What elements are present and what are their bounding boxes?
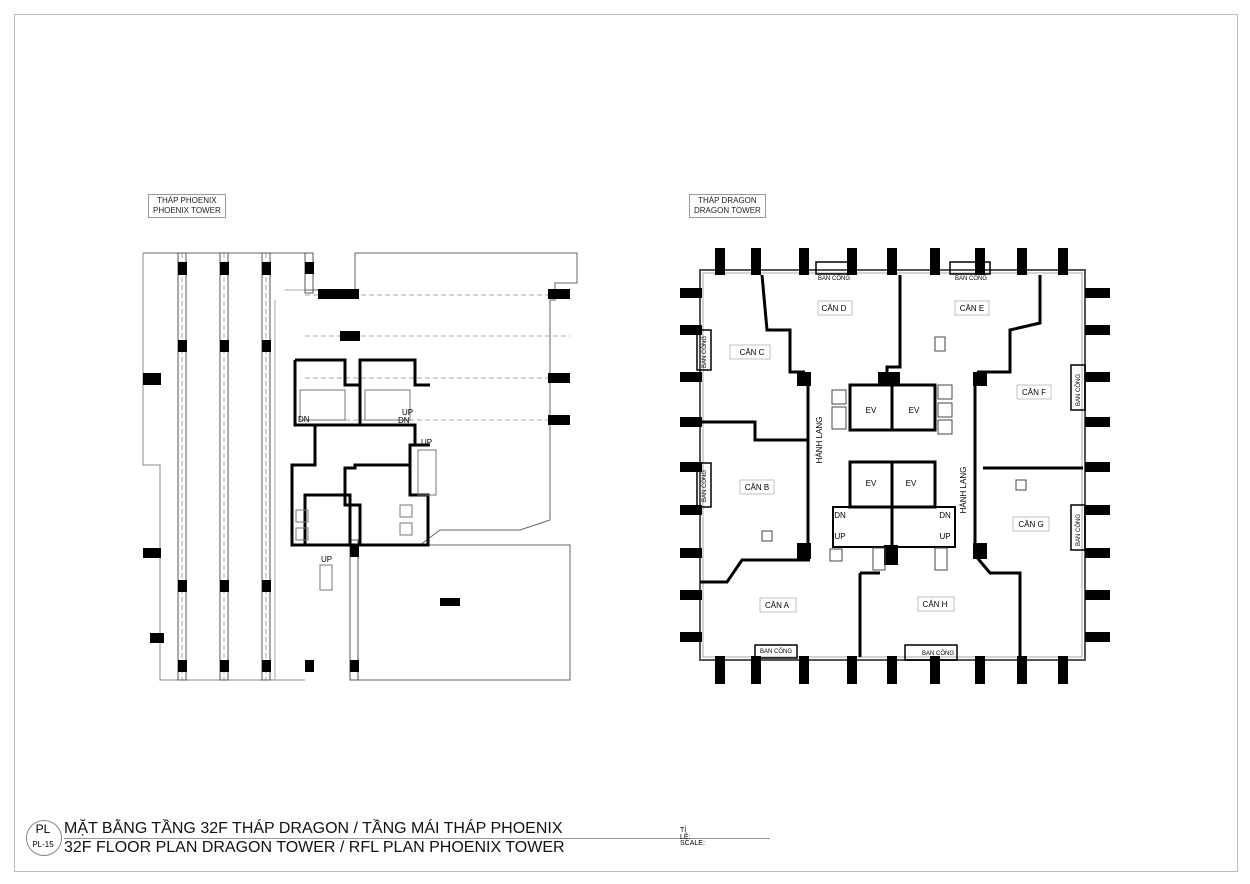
phoenix-stair-up-label: UP — [402, 408, 413, 417]
column — [930, 248, 940, 275]
column — [751, 248, 761, 275]
phoenix-tower-tag: THÁP PHOENIX PHOENIX TOWER — [148, 194, 226, 218]
unit-a-label: CĂN A — [765, 601, 790, 610]
unit-c-label: CĂN C — [740, 348, 765, 357]
column — [1085, 417, 1110, 427]
column — [680, 417, 702, 427]
sheet-code: PL — [35, 822, 51, 836]
scale-label-vi: TỈ LỆ: — [680, 827, 691, 841]
column — [1058, 248, 1068, 275]
column — [1085, 288, 1110, 298]
column — [680, 288, 702, 298]
balcony-label: BAN CÔNG — [1075, 514, 1082, 546]
unit-h-label: CĂN H — [923, 600, 948, 609]
column — [1085, 325, 1110, 335]
scale-label-en: SCALE: — [680, 840, 705, 847]
phoenix-tag-vi: THÁP PHOENIX — [157, 196, 217, 205]
unit-f-label: CĂN F — [1022, 388, 1046, 397]
elevator-label: EV — [906, 479, 917, 488]
elevator-label: EV — [866, 406, 877, 415]
column — [1085, 590, 1110, 600]
phoenix-stair-up-label-2: UP — [421, 438, 432, 447]
title-divider — [64, 838, 770, 839]
dragon-tower-tag: THÁP DRAGON DRAGON TOWER — [689, 194, 766, 218]
phoenix-stair-up-label-3: UP — [321, 555, 332, 564]
column — [1085, 505, 1110, 515]
dragon-tag-vi: THÁP DRAGON — [698, 196, 757, 205]
sheet-border — [14, 14, 1238, 872]
elevator-label: EV — [866, 479, 877, 488]
column — [930, 656, 940, 684]
phoenix-stair-dn-label-2: DN — [398, 416, 410, 425]
column — [799, 656, 809, 684]
unit-g-label: CĂN G — [1018, 520, 1043, 529]
column — [847, 656, 857, 684]
balcony-label: BAN CÔNG — [760, 648, 792, 655]
stair-up-label: UP — [834, 532, 845, 541]
sheet-number-circle — [26, 820, 62, 856]
dragon-tag-en: DRAGON TOWER — [694, 206, 761, 215]
column — [1085, 632, 1110, 642]
unit-b-label: CĂN B — [745, 483, 769, 492]
stair-up-label: UP — [939, 532, 950, 541]
dragon-tower-plan: CĂN C CĂN D CĂN E CĂN F CĂN B CĂN G CĂN … — [680, 248, 1110, 684]
phoenix-columns — [143, 262, 570, 672]
balcony-label: BAN CÔNG — [955, 275, 987, 282]
column — [1017, 248, 1027, 275]
phoenix-tag-en: PHOENIX TOWER — [153, 206, 221, 215]
column — [751, 656, 761, 684]
stair-dn-label: DN — [834, 511, 846, 520]
column — [887, 248, 897, 275]
column — [1017, 656, 1027, 684]
column — [680, 372, 702, 382]
column — [1058, 656, 1068, 684]
phoenix-core — [290, 358, 430, 547]
balcony-label: BAN CÔNG — [818, 275, 850, 282]
column — [715, 656, 725, 684]
column — [887, 656, 897, 684]
stair-dn-label: DN — [939, 511, 951, 520]
phoenix-stair-dn-label: DN — [298, 415, 310, 424]
phoenix-tower-plan — [142, 252, 578, 681]
column — [799, 248, 809, 275]
sheet-number: PL-15 — [32, 840, 54, 849]
column — [680, 590, 702, 600]
elevator-label: EV — [909, 406, 920, 415]
corridor-label: HÀNH LANG — [959, 467, 968, 514]
column — [715, 248, 725, 275]
column — [1085, 462, 1110, 472]
column — [680, 548, 702, 558]
unit-d-label: CĂN D — [822, 304, 847, 313]
unit-e-label: CĂN E — [960, 304, 984, 313]
column — [1085, 548, 1110, 558]
corridor-label: HÀNH LANG — [815, 417, 824, 464]
balcony-label: BAN CÔNG — [701, 470, 708, 502]
column — [975, 656, 985, 684]
sheet-title-en: 32F FLOOR PLAN DRAGON TOWER / RFL PLAN P… — [64, 839, 565, 856]
column — [680, 505, 702, 515]
column — [680, 462, 702, 472]
balcony-label: BAN CÔNG — [922, 650, 954, 657]
column — [1085, 372, 1110, 382]
column — [680, 632, 702, 642]
balcony-label: BAN CÔNG — [701, 336, 708, 368]
column — [680, 325, 702, 335]
sheet-title-vi: MẶT BẰNG TẦNG 32F THÁP DRAGON / TẦNG MÁI… — [64, 820, 563, 837]
balcony-label: BAN CÔNG — [1075, 374, 1082, 406]
